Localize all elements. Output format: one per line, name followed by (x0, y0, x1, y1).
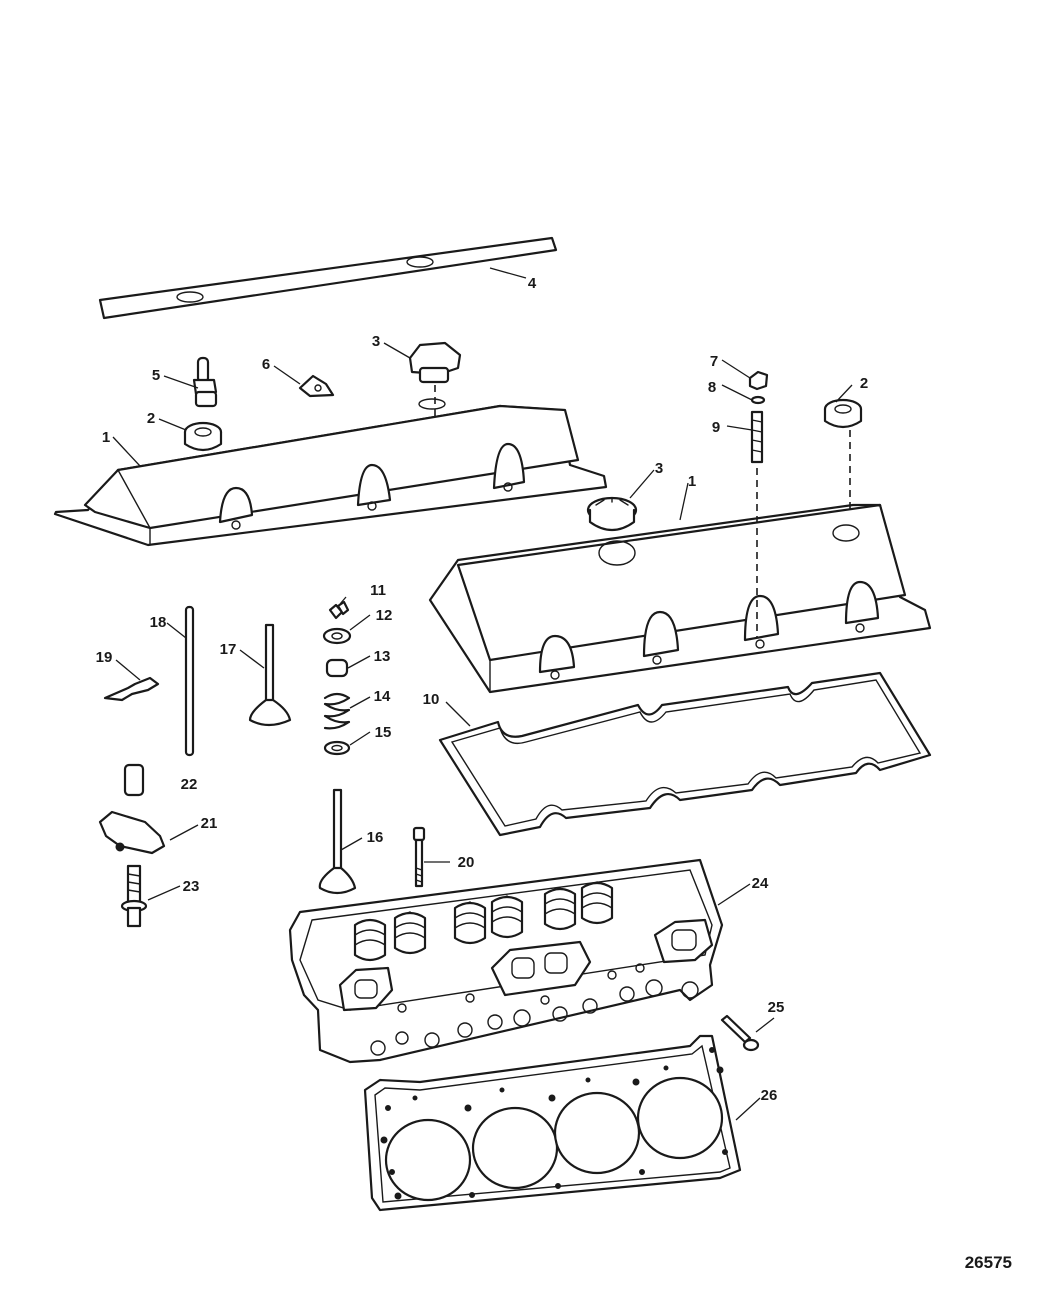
callout-11: 11 (370, 582, 386, 599)
part-grommet-left (183, 421, 223, 452)
part-cylinder-head (288, 858, 724, 1064)
callout-23: 23 (183, 878, 200, 895)
leader-lines (112, 267, 853, 1121)
part-pcv-valve (192, 356, 218, 408)
callout-7: 7 (710, 353, 718, 370)
part-grommet-right (823, 398, 863, 512)
callout-16: 16 (367, 829, 384, 846)
part-pushrod-guide (103, 676, 160, 702)
callout-3a: 3 (372, 333, 380, 350)
callout-4: 4 (528, 275, 537, 292)
callout-8: 8 (708, 379, 716, 396)
callout-5: 5 (152, 367, 160, 384)
part-valve-cover-left (53, 398, 608, 547)
callout-15: 15 (375, 724, 392, 741)
part-oil-cap-right (586, 496, 638, 532)
callout-10: 10 (423, 691, 440, 708)
figure-number: 26575 (965, 1253, 1012, 1272)
callout-22: 22 (181, 776, 198, 793)
part-spring-shim (323, 740, 351, 756)
part-intake-valve (248, 623, 292, 727)
callout-24: 24 (752, 875, 769, 892)
part-rocker-stud (120, 864, 148, 928)
callout-2a: 2 (147, 410, 155, 427)
callout-6: 6 (262, 356, 270, 373)
callout-13: 13 (374, 648, 391, 665)
part-valve-spring (323, 692, 351, 730)
part-head-gasket (363, 1034, 742, 1212)
part-stud-assembly (748, 370, 769, 638)
callout-14: 14 (374, 688, 391, 705)
callout-26: 26 (761, 1087, 778, 1104)
callout-9: 9 (712, 419, 720, 436)
part-valve-keepers (328, 600, 350, 620)
callout-12: 12 (376, 607, 393, 624)
callout-25: 25 (768, 999, 785, 1016)
part-rocker-pivot (123, 763, 145, 797)
part-seal (325, 658, 349, 678)
part-head-bolt (412, 826, 426, 888)
part-oil-cap-left (408, 341, 462, 418)
callout-19: 19 (96, 649, 113, 666)
part-rocker-arm (98, 810, 166, 855)
callout-20: 20 (458, 854, 475, 871)
part-gasket-strip (98, 236, 558, 320)
part-valve-cover-right (428, 503, 932, 694)
callout-labels: 4 3 5 6 2 1 7 8 9 2 3 1 11 12 18 17 19 1… (96, 275, 869, 1104)
callout-1b: 1 (688, 473, 696, 490)
part-clip (298, 374, 335, 398)
part-exhaust-valve (318, 788, 357, 895)
part-valve-cover-gasket (438, 671, 932, 837)
part-bolt-short (720, 1014, 760, 1052)
callout-18: 18 (150, 614, 167, 631)
part-retainer (322, 627, 352, 645)
callout-1a: 1 (102, 429, 110, 446)
callout-17: 17 (220, 641, 237, 658)
callout-21: 21 (201, 815, 218, 832)
part-pushrod (184, 605, 195, 757)
callout-2b: 2 (860, 375, 868, 392)
callout-3b: 3 (655, 460, 663, 477)
